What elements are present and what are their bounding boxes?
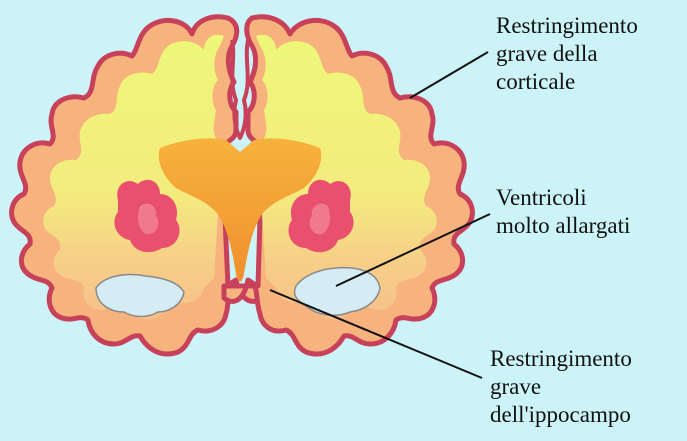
label-cortex-shrinkage: Restringimento grave della corticale [496,12,638,96]
label-hippocampus-shrinkage: Restringimento grave dell'ippocampo [490,345,632,429]
label-cortex-line-3: corticale [496,68,638,96]
leader-line-cortex [410,52,488,98]
midline-fissure [232,40,248,138]
label-hippocampus-line-3: dell'ippocampo [490,401,632,429]
label-ventricles-line-1: Ventricoli [496,184,630,212]
label-hippocampus-line-1: Restringimento [490,345,632,373]
label-cortex-line-2: grave della [496,40,638,68]
label-ventricles-line-2: molto allargati [496,212,630,240]
label-cortex-line-1: Restringimento [496,12,638,40]
label-hippocampus-line-2: grave [490,373,632,401]
label-ventricles-enlarged: Ventricoli molto allargati [496,184,630,240]
